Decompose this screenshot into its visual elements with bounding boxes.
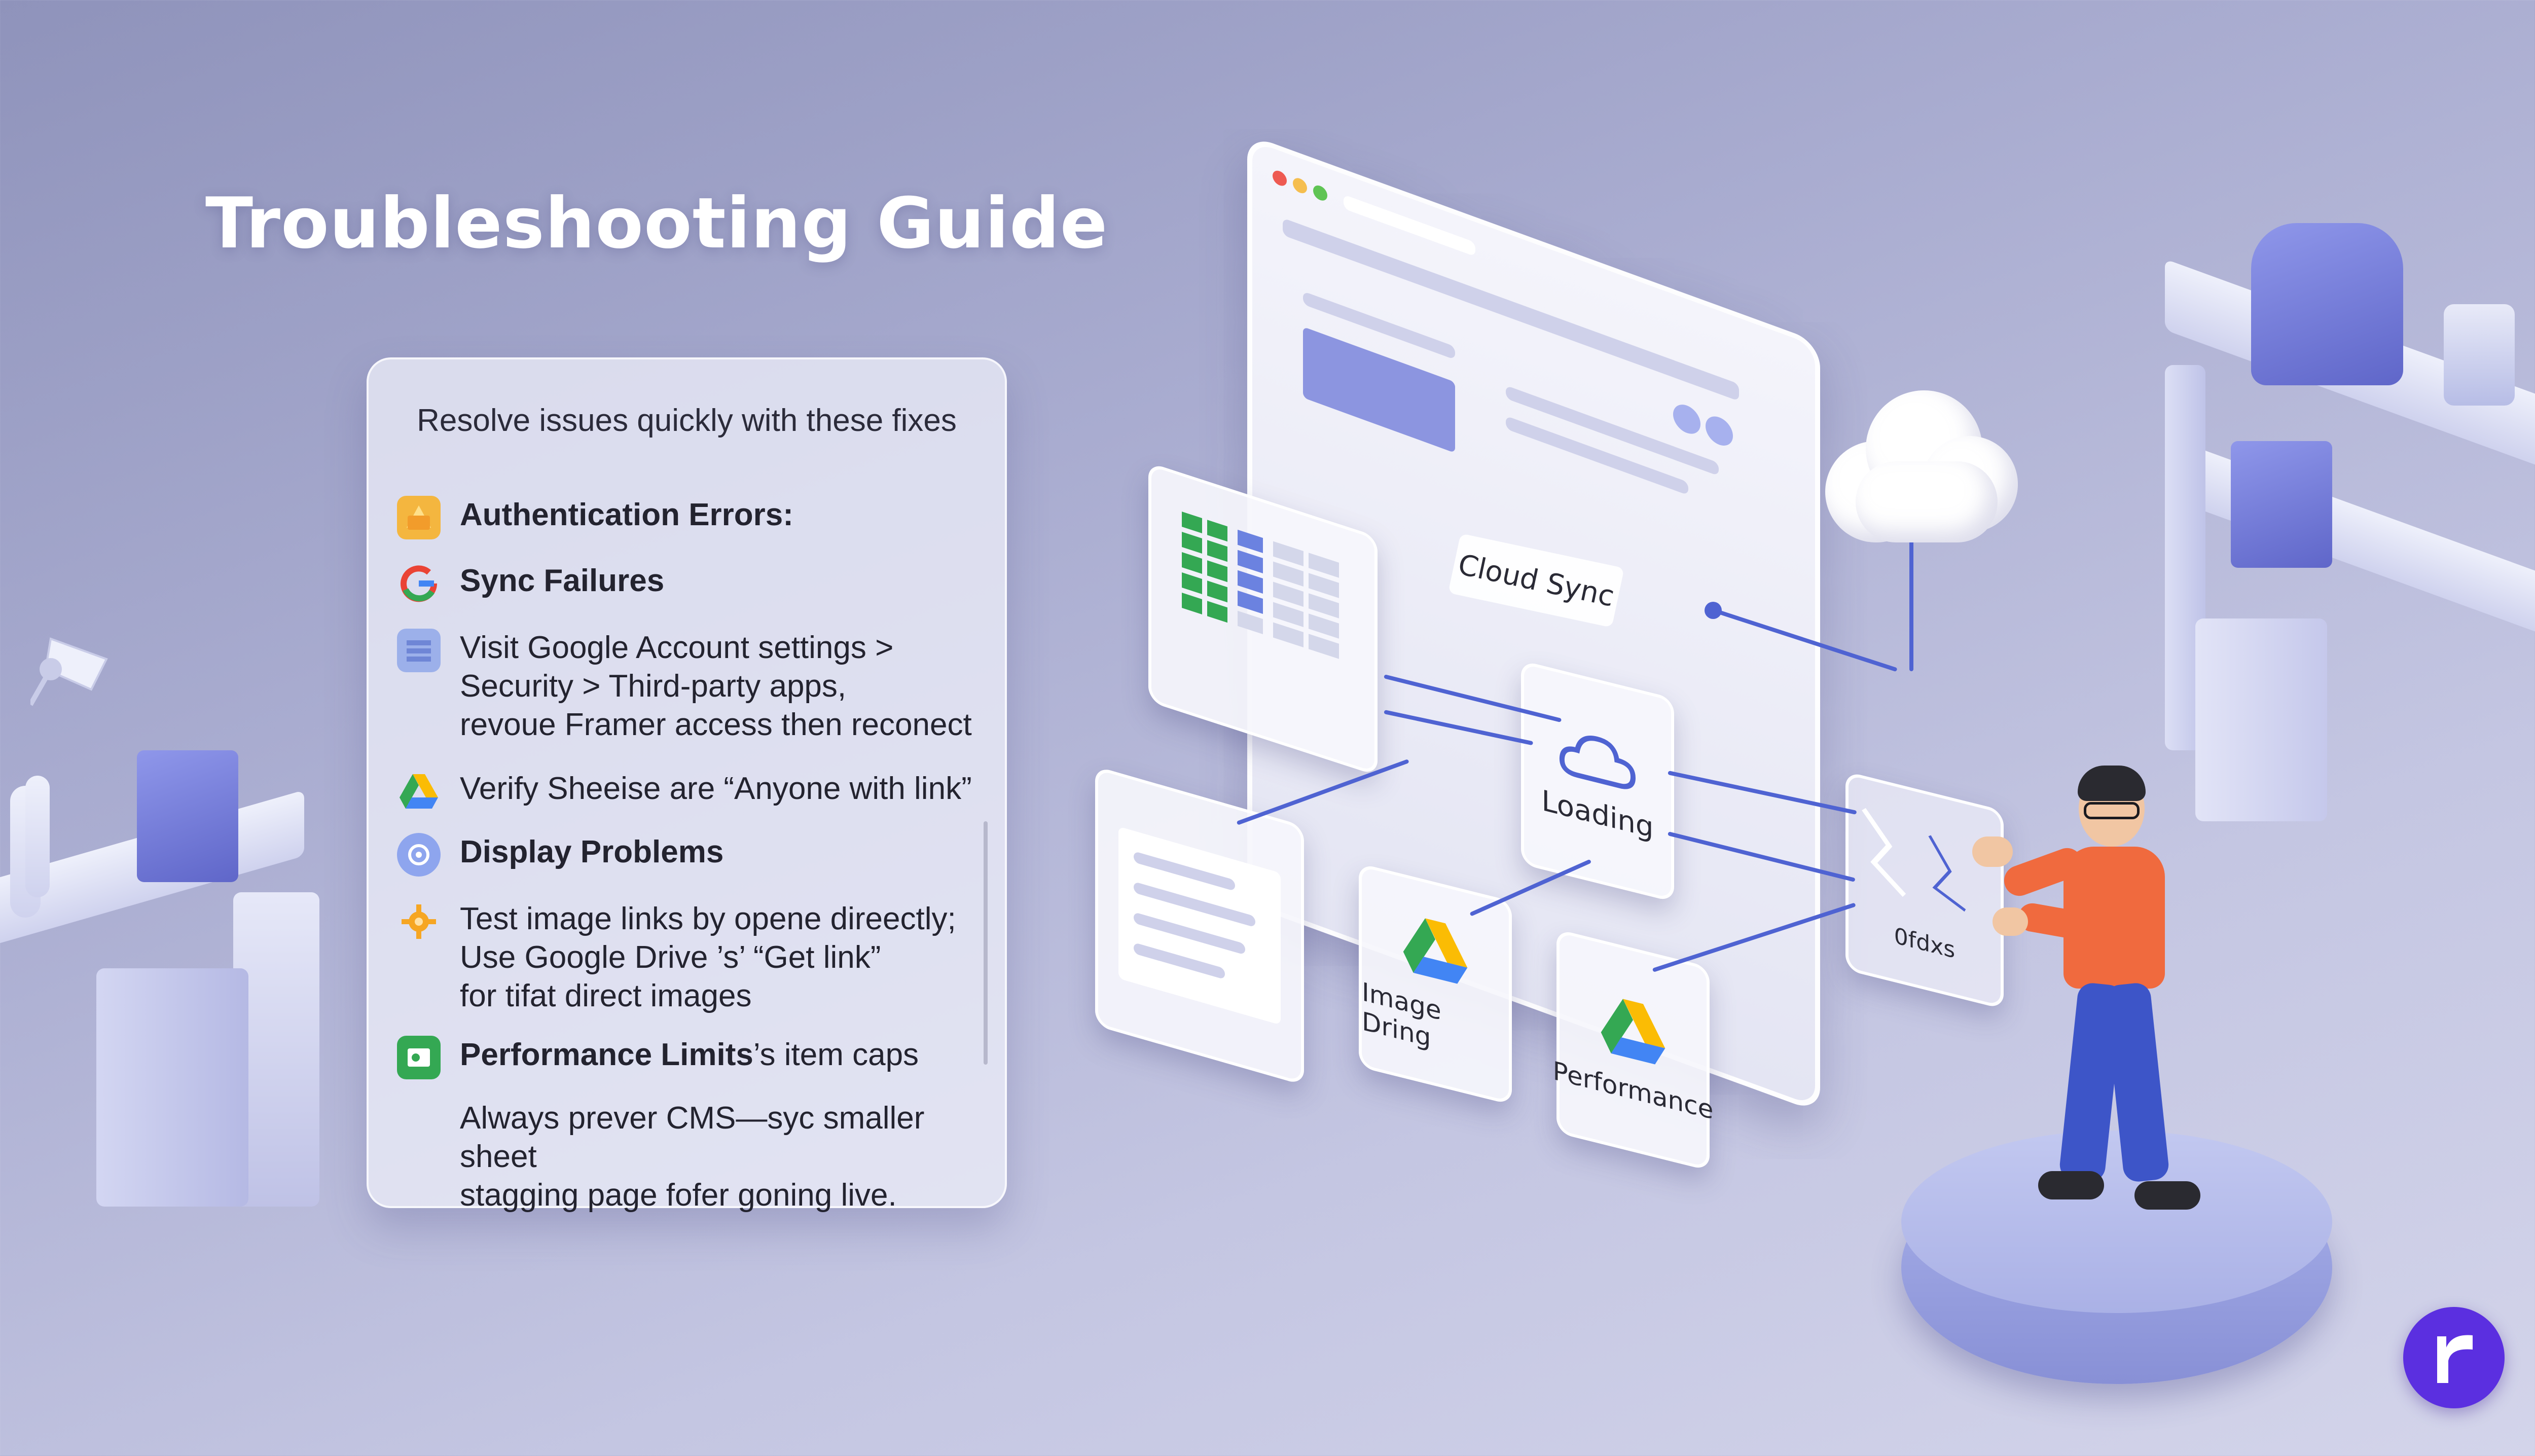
display-icon	[397, 833, 441, 877]
performance-label: Performance	[1552, 1055, 1714, 1125]
list-item-verify-sheets: Verify Sheeise are “Anyone with link”	[397, 770, 985, 813]
item-label: Display Problems	[460, 834, 724, 869]
spacer	[397, 1099, 441, 1143]
image-panel: Image Dring	[1359, 863, 1512, 1105]
google-drive-icon	[1403, 918, 1468, 984]
right-cup	[2444, 304, 2515, 406]
google-drive-icon	[397, 770, 441, 813]
item-text: Always prever CMS—syc smaller sheet stag…	[460, 1101, 925, 1213]
wire-cloud-vert	[1909, 529, 1913, 671]
minimize-dot	[1293, 176, 1307, 196]
list-item-test-image-links: Test image links by opene direectly; Use…	[397, 900, 985, 1015]
image-label: Image Dring	[1362, 976, 1441, 1053]
left-blue-cube	[137, 750, 238, 882]
right-blue-sculpture	[2251, 223, 2403, 385]
google-g-icon	[397, 562, 441, 605]
sheet-grid	[1182, 512, 1349, 728]
desk-lamp-icon	[28, 608, 132, 710]
gear-icon	[397, 900, 441, 943]
right-blue-stack	[2231, 441, 2332, 568]
troubleshooting-card: Resolve issues quickly with these fixes	[367, 357, 1007, 1208]
folder-icon	[397, 496, 441, 539]
photo-icon	[397, 1036, 441, 1079]
loading-panel: Loading	[1521, 660, 1674, 902]
item-label: Verify Sheeise are “Anyone with link”	[460, 771, 972, 806]
google-drive-icon	[1601, 999, 1665, 1065]
page-title: Troubleshooting Guide	[205, 183, 1108, 264]
cloud-icon	[1825, 380, 2018, 548]
right-books	[2195, 618, 2327, 821]
broken-label: 0fdxs	[1894, 922, 1955, 964]
list-item-authentication: Authentication Errors:	[397, 496, 985, 539]
sheets-stack-icon	[397, 629, 441, 672]
toggle-dots	[1673, 401, 1734, 453]
wire-node	[1705, 602, 1722, 619]
cloud-icon	[1559, 735, 1636, 789]
guide-subtitle: Resolve issues quickly with these fixes	[417, 403, 957, 438]
broken-link-icon	[1862, 808, 1966, 912]
logo-r-icon	[2437, 1335, 2473, 1383]
left-books	[96, 968, 248, 1207]
left-cylinder-2	[25, 776, 50, 897]
item-label: Authentication Errors:	[460, 497, 793, 532]
maximize-dot	[1313, 183, 1327, 203]
glasses-icon	[2084, 802, 2140, 819]
item-label: Sync Failures	[460, 563, 665, 598]
list-item-sync-failures: Sync Failures	[397, 562, 985, 605]
item-text: Visit Google Account settings > Security…	[460, 630, 972, 742]
list-item-account-settings: Visit Google Account settings > Security…	[397, 629, 985, 744]
broken-panel: 0fdxs	[1845, 771, 2004, 1009]
card-scrollbar[interactable]	[984, 821, 988, 1065]
close-dot	[1273, 168, 1287, 188]
item-label: Performance Limits’s item caps	[460, 1037, 919, 1072]
pedestal-top	[1901, 1131, 2332, 1313]
list-item-display-problems: Display Problems	[397, 833, 985, 877]
performance-panel: Performance	[1553, 929, 1713, 1171]
item-text: Test image links by opene direectly; Use…	[460, 901, 956, 1013]
spreadsheet-panel	[1148, 462, 1378, 776]
person-figure	[1972, 766, 2221, 1227]
brand-logo[interactable]	[2403, 1307, 2505, 1408]
list-item-always-prever: Always prever CMS—syc smaller sheet stag…	[397, 1099, 985, 1215]
list-item-performance-limits: Performance Limits’s item caps	[397, 1036, 985, 1079]
